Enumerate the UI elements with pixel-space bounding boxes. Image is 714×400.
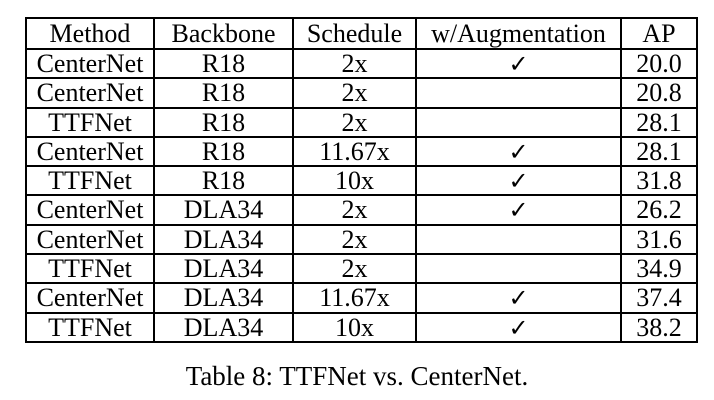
cell-method: CenterNet	[25, 223, 155, 256]
column-header-backbone: Backbone	[153, 17, 294, 50]
cell-augmentation	[415, 253, 622, 285]
cell-method: TTFNet	[25, 106, 155, 138]
cell-backbone: DLA34	[153, 282, 294, 314]
cell-backbone: R18	[153, 106, 294, 138]
checkmark-icon: ✓	[508, 137, 529, 166]
cell-augmentation	[415, 223, 622, 256]
cell-augmentation	[415, 77, 622, 109]
checkmark-icon: ✓	[508, 167, 529, 196]
column-header-ap: AP	[620, 17, 698, 50]
cell-method: CenterNet	[25, 47, 155, 80]
checkmark-icon: ✓	[508, 196, 529, 225]
cell-augmentation: ✓	[415, 282, 622, 314]
cell-method: CenterNet	[25, 194, 155, 226]
table-caption: Table 8: TTFNet vs. CenterNet.	[185, 361, 529, 391]
cell-augmentation: ✓	[415, 135, 622, 168]
cell-schedule: 2x	[292, 194, 417, 226]
checkmark-icon: ✓	[508, 284, 529, 313]
cell-ap: 26.2	[620, 194, 698, 226]
cell-ap: 31.8	[620, 165, 698, 197]
cell-schedule: 2x	[292, 77, 417, 109]
cell-backbone: R18	[153, 165, 294, 197]
cell-method: TTFNet	[25, 253, 155, 285]
cell-augmentation	[415, 106, 622, 138]
cell-backbone: DLA34	[153, 223, 294, 256]
cell-method: CenterNet	[25, 77, 155, 109]
cell-method: TTFNet	[25, 165, 155, 197]
cell-backbone: R18	[153, 135, 294, 168]
cell-schedule: 2x	[292, 253, 417, 285]
column-header-schedule: Schedule	[292, 17, 417, 50]
cell-schedule: 2x	[292, 223, 417, 256]
cell-ap: 20.8	[620, 77, 698, 109]
cell-backbone: DLA34	[153, 311, 294, 343]
header-row: Method Backbone Schedule w/Augmentation …	[25, 17, 698, 50]
results-table: Method Backbone Schedule w/Augmentation …	[25, 17, 698, 343]
column-header-method: Method	[25, 17, 155, 50]
checkmark-icon: ✓	[508, 313, 529, 342]
cell-augmentation: ✓	[415, 47, 622, 80]
column-header-augmentation: w/Augmentation	[415, 17, 622, 50]
table-header: Method Backbone Schedule w/Augmentation …	[25, 17, 698, 50]
cell-method: CenterNet	[25, 282, 155, 314]
cell-augmentation: ✓	[415, 194, 622, 226]
cell-method: CenterNet	[25, 135, 155, 168]
cell-ap: 31.6	[620, 223, 698, 256]
cell-schedule: 10x	[292, 311, 417, 343]
cell-method: TTFNet	[25, 311, 155, 343]
cell-schedule: 10x	[292, 165, 417, 197]
cell-schedule: 11.67x	[292, 282, 417, 314]
cell-backbone: DLA34	[153, 253, 294, 285]
cell-backbone: R18	[153, 47, 294, 80]
cell-ap: 37.4	[620, 282, 698, 314]
cell-ap: 34.9	[620, 253, 698, 285]
cell-ap: 28.1	[620, 106, 698, 138]
cell-ap: 38.2	[620, 311, 698, 343]
cell-backbone: DLA34	[153, 194, 294, 226]
cell-ap: 28.1	[620, 135, 698, 168]
cell-backbone: R18	[153, 77, 294, 109]
cell-ap: 20.0	[620, 47, 698, 80]
checkmark-icon: ✓	[508, 50, 529, 78]
cell-schedule: 2x	[292, 106, 417, 138]
cell-augmentation: ✓	[415, 311, 622, 343]
cell-schedule: 2x	[292, 47, 417, 80]
cell-augmentation: ✓	[415, 165, 622, 197]
cell-schedule: 11.67x	[292, 135, 417, 168]
